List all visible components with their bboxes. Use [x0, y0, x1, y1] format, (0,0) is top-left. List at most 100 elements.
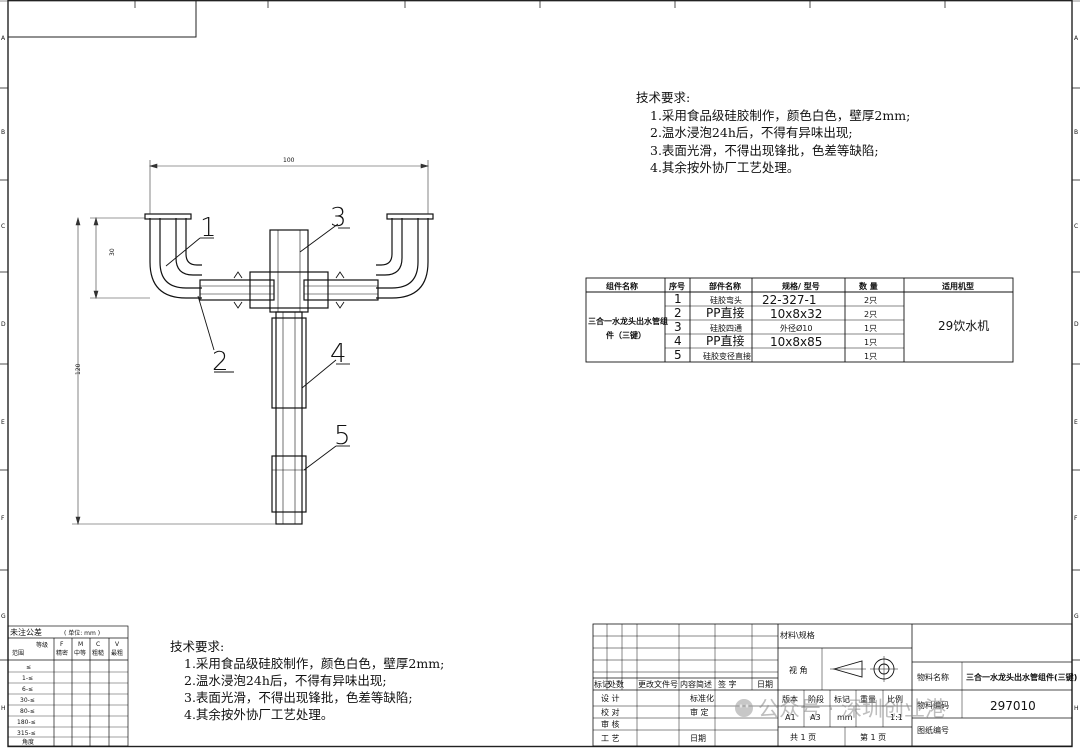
- parts-header-name: 部件名称: [709, 281, 741, 291]
- dimensions: [72, 160, 430, 526]
- review-label: 审 定: [690, 707, 709, 717]
- zone-letter-right-f: F: [1074, 515, 1078, 522]
- pp-pipe-right: [303, 279, 379, 301]
- tolerance-sub-f: 精密: [56, 649, 68, 657]
- role-design: 设 计: [601, 693, 620, 703]
- parts-row-no: 3: [674, 320, 682, 334]
- tolerance-col-range: 范围: [12, 649, 24, 657]
- role-process: 工 艺: [601, 734, 620, 743]
- zone-letter-right-g: G: [1074, 613, 1079, 620]
- tolerance-row: 6-≤: [22, 686, 33, 693]
- zone-letter-right-d: D: [1074, 321, 1079, 328]
- balloon-1: 1: [200, 213, 217, 243]
- dimension-labels: 100 30 120: [75, 157, 295, 375]
- parts-row-spec: 10x8x32: [770, 307, 822, 321]
- tech-req-item: 3.表面光滑，不得出现锋批，色差等缺陷;: [650, 143, 879, 158]
- tolerance-sub-v: 最粗: [111, 649, 123, 657]
- balloon-4: 4: [330, 339, 347, 369]
- parts-row-name: 硅胶四通: [710, 323, 742, 333]
- parts-assembly-name-line1: 三合一水龙头出水管组: [588, 316, 668, 326]
- parts-row-qty: 1只: [864, 324, 877, 333]
- zone-letter-left-e: E: [1, 419, 5, 426]
- watermark: 公众号 · 深圳创业港: [735, 697, 946, 721]
- pp-pipe-left: [199, 279, 275, 301]
- elbow-right-lip: [386, 213, 434, 220]
- wechat-icon: [735, 699, 753, 717]
- tolerance-unit: ( 单位: mm ): [64, 629, 100, 637]
- elbow-right-outer: [376, 218, 429, 299]
- tech-req-item: 4.其余按外协厂工艺处理。: [650, 160, 799, 175]
- tech-req-item: 2.温水浸泡24h后，不得有异味出现;: [184, 673, 387, 688]
- parts-row-no: 4: [674, 334, 682, 348]
- table-row: 4 PP直接 10x8x85 1只: [674, 333, 877, 349]
- dim-label-height-small: 30: [109, 248, 116, 256]
- material-code-label: 物料编码: [917, 700, 949, 710]
- leader-lines: [165, 223, 350, 471]
- rev-label-date: 日期: [757, 680, 773, 689]
- rev-label-mark: 标记: [594, 679, 610, 689]
- zone-letter-right-e: E: [1074, 419, 1078, 426]
- zone-letter-left-c: C: [1, 223, 5, 230]
- version-header: 版本: [782, 694, 798, 704]
- zone-letter-left-a: A: [1, 35, 6, 42]
- version-value: 1:1: [890, 713, 903, 722]
- balloons: 1 2 3 4 5: [200, 203, 351, 451]
- zone-letter-right-c: C: [1074, 223, 1078, 230]
- tech-req-item: 2.温水浸泡24h后，不得有异味出现;: [650, 125, 853, 140]
- pp-pipe-vertical: [275, 311, 303, 525]
- parts-row-qty: 2只: [864, 310, 877, 319]
- version-header: 重量: [860, 694, 876, 704]
- material-name-label: 物料名称: [917, 672, 949, 682]
- parts-header-no: 序号: [669, 281, 685, 291]
- parts-machine: 29饮水机: [938, 319, 989, 333]
- zone-letters: A B C D E F G H A B C D E F G H: [1, 35, 1079, 712]
- zone-letter-right-a: A: [1074, 35, 1079, 42]
- projection-symbol-icon: [830, 656, 898, 682]
- zone-letter-left-g: G: [1, 613, 6, 620]
- elbow-right-inner: [376, 218, 403, 276]
- rev-label-count: 处数: [608, 679, 624, 689]
- version-header: 比例: [887, 694, 903, 704]
- parts-row-no: 2: [674, 306, 682, 320]
- zone-letter-left-f: F: [1, 515, 5, 522]
- parts-row-qty: 1只: [864, 338, 877, 347]
- tech-req-title: 技术要求:: [636, 90, 690, 105]
- version-value: A1: [785, 713, 796, 722]
- zone-letter-left-h: H: [1, 705, 6, 712]
- vertical-sleeve-upper: [271, 317, 307, 409]
- parts-row-spec: 外径Ø10: [780, 323, 812, 333]
- elbow-left-mid: [159, 218, 202, 289]
- tolerance-row: 80-≤: [20, 708, 35, 715]
- tech-req-item: 1.采用食品级硅胶制作，颜色白色，壁厚2mm;: [184, 656, 444, 671]
- role-check: 校 对: [601, 707, 620, 717]
- parts-row-qty: 2只: [864, 296, 877, 305]
- silicone-cross: [269, 229, 309, 313]
- total-pages: 共 1 页: [790, 733, 816, 742]
- rev-label-sign: 签 字: [718, 679, 737, 689]
- tolerance-range-label: 等级: [36, 641, 48, 649]
- tolerance-col-m: M: [78, 641, 83, 648]
- view-angle-label: 视 角: [789, 665, 808, 675]
- table-row: 5 硅胶变径直接 1只: [674, 348, 877, 362]
- version-value: mm: [837, 713, 853, 722]
- elbow-left-inner2: [185, 218, 202, 266]
- version-header: 标记: [834, 694, 850, 704]
- material-spec-label: 材料\规格: [780, 630, 815, 640]
- zone-letter-left-b: B: [1, 129, 5, 136]
- elbow-right-inner2: [376, 218, 393, 266]
- parts-header-assembly: 组件名称: [606, 281, 638, 291]
- parts-row-qty: 1只: [864, 352, 877, 361]
- tolerance-row: 315-≤: [17, 730, 36, 737]
- zone-letter-left-d: D: [1, 321, 6, 328]
- tolerance-col-c: C: [96, 641, 100, 648]
- parts-row-name: PP直接: [706, 333, 744, 348]
- page-number: 第 1 页: [860, 732, 886, 742]
- dim-label-width: 100: [283, 157, 295, 164]
- tech-req-title: 技术要求:: [170, 639, 224, 654]
- parts-row-name: 硅胶变径直接: [703, 351, 751, 361]
- material-code: 297010: [990, 699, 1036, 713]
- parts-row-spec: 22-327-1: [762, 293, 816, 307]
- parts-assembly-name-line2: 件（三键）: [606, 330, 646, 340]
- title-block: 材料\规格 视 角 标记 处数 更改文件号 内容简述 签 字 日期 设 计 校 …: [592, 623, 1077, 747]
- role-review: 审 核: [601, 719, 620, 729]
